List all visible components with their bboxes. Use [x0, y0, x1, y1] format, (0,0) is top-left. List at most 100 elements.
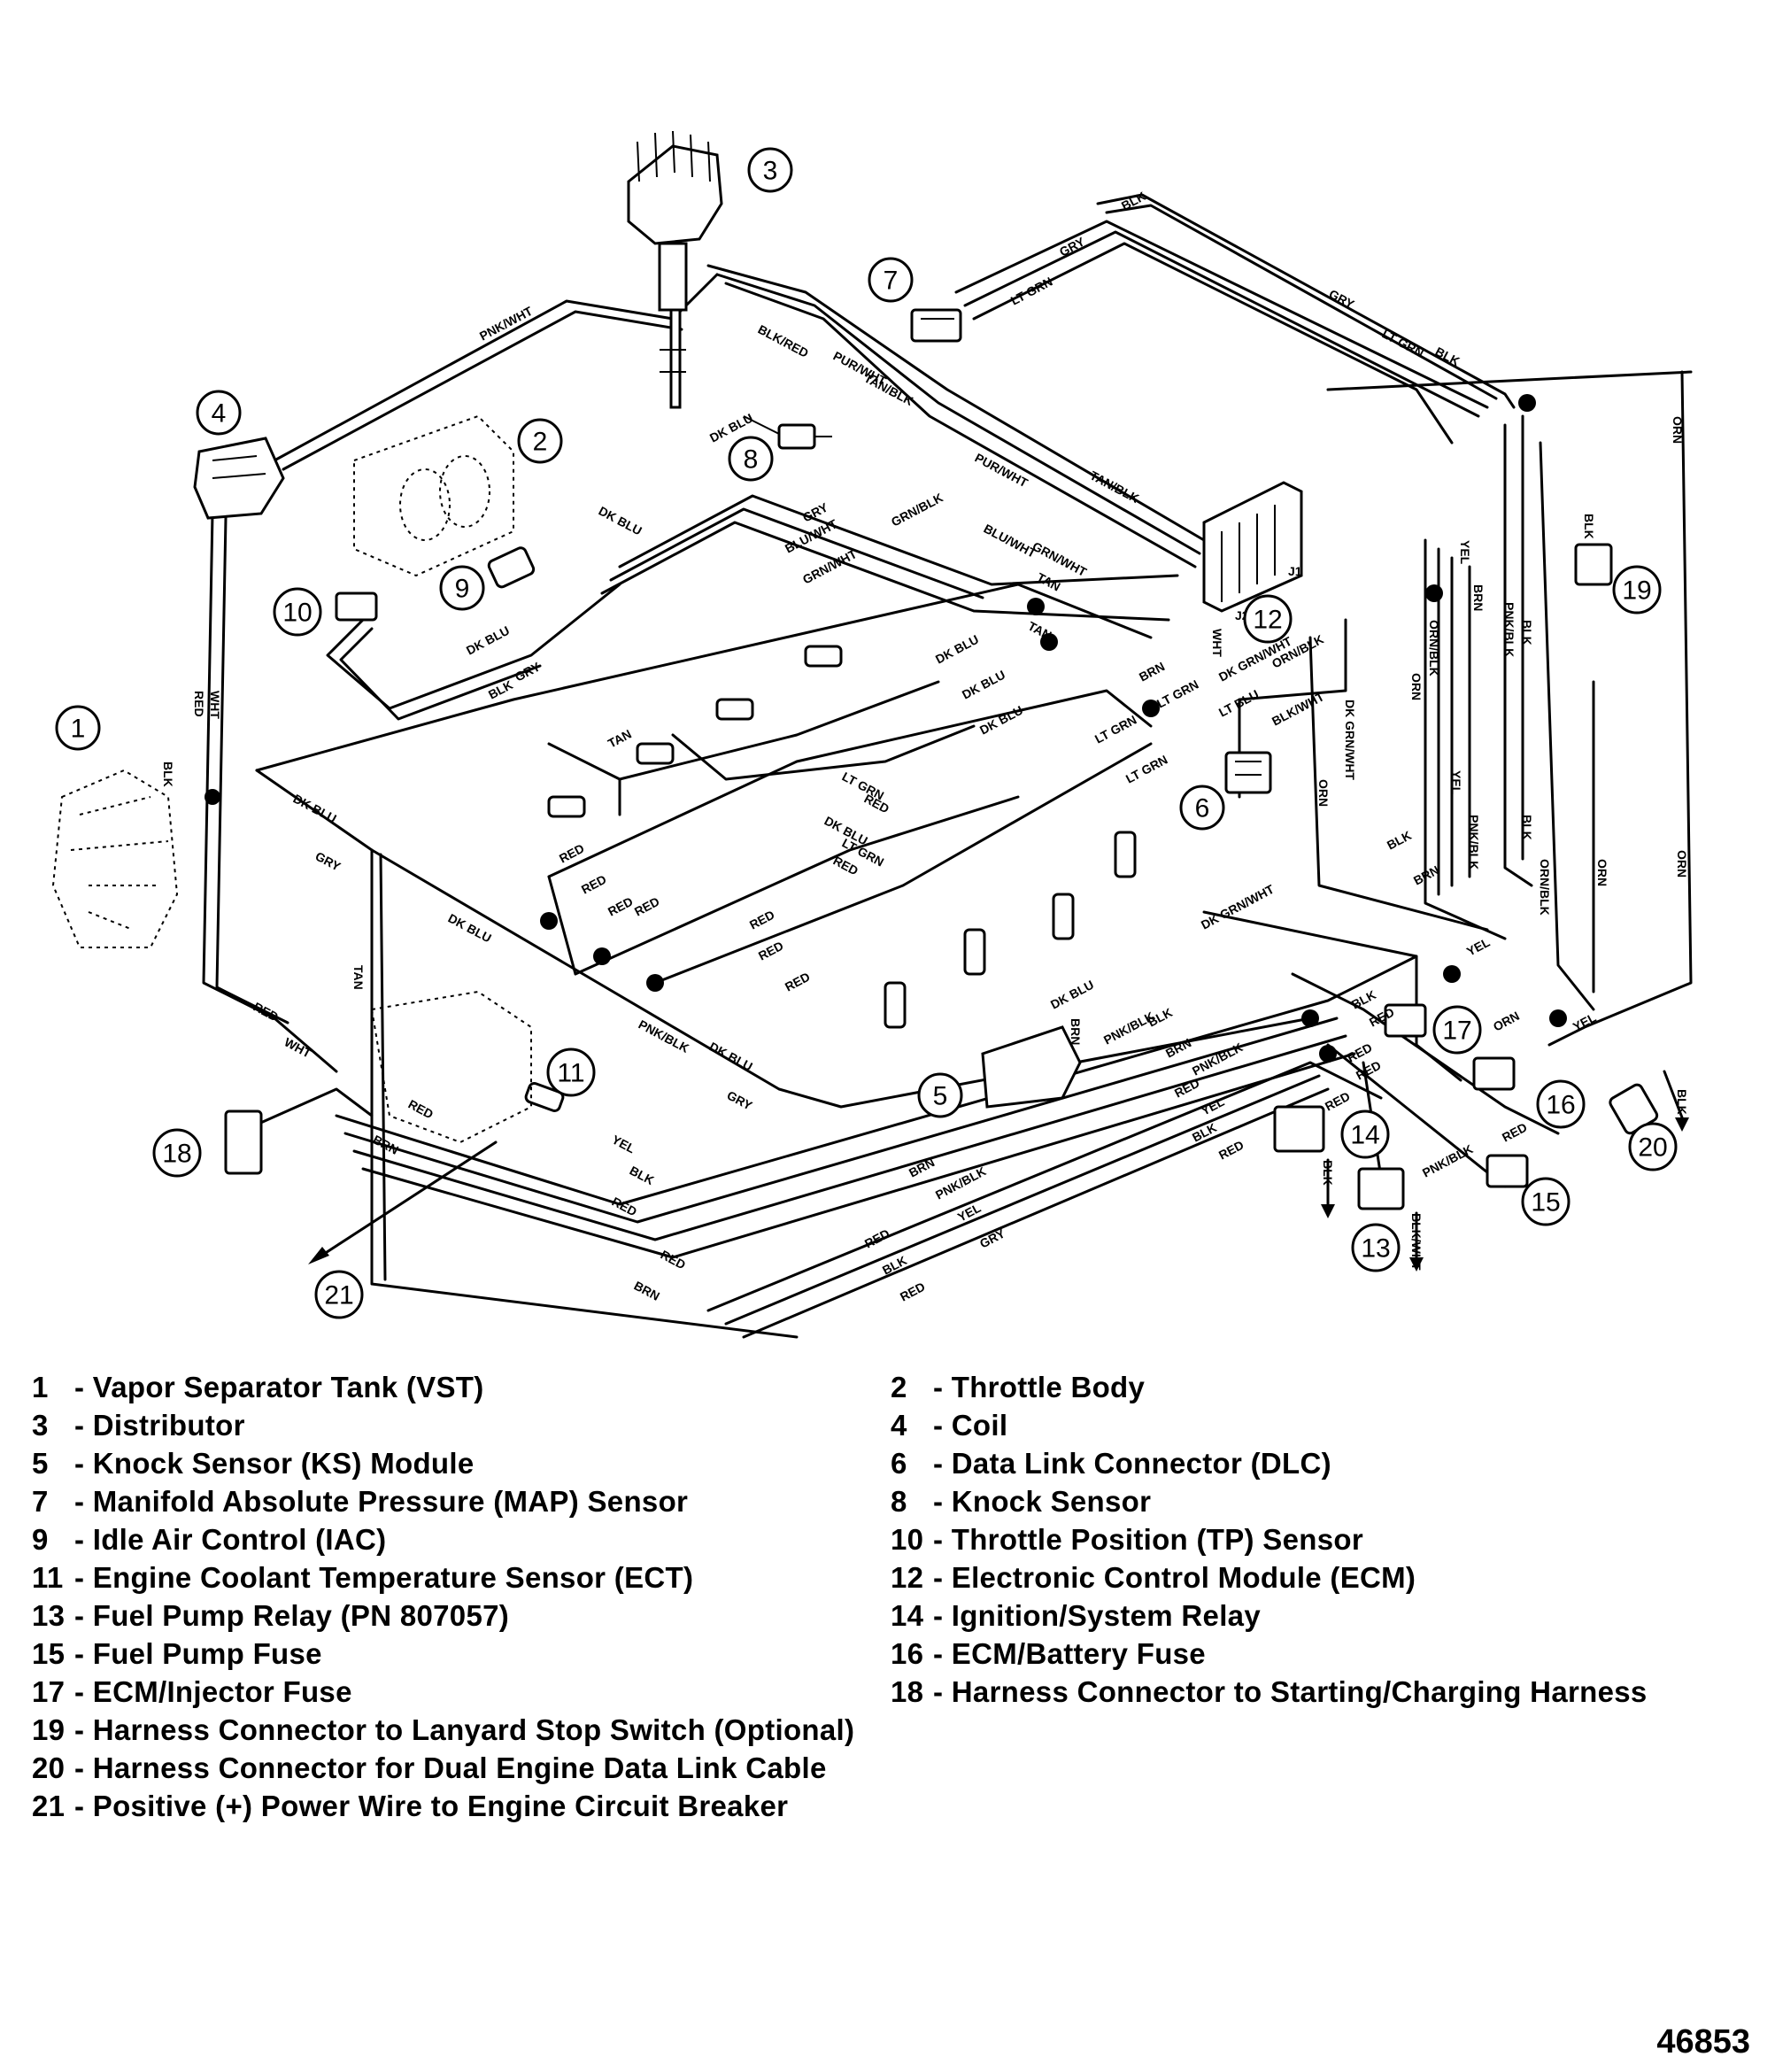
- wire-label: ORN: [1671, 416, 1685, 444]
- callout-14: 14: [1340, 1109, 1390, 1159]
- callout-10: 10: [273, 587, 322, 637]
- wire-label: PNK/BLK: [1420, 1141, 1475, 1179]
- callout-label: 21: [324, 1281, 353, 1310]
- legend-number: 8: [891, 1485, 907, 1518]
- legend-item-16: 16 - ECM/Battery Fuse: [891, 1637, 1206, 1671]
- legend-description: - ECM/Battery Fuse: [933, 1637, 1206, 1670]
- wire-label: BRN: [1163, 1035, 1193, 1060]
- component-iac: [487, 546, 536, 589]
- wire-label: ORN: [1675, 850, 1689, 878]
- legend-item-6: 6- Data Link Connector (DLC): [891, 1447, 1331, 1481]
- legend-item-1: 1- Vapor Separator Tank (VST): [32, 1371, 484, 1404]
- wire-label: WHT: [1210, 629, 1224, 657]
- legend-number: 4: [891, 1409, 907, 1442]
- wire-label: DK BLU: [291, 792, 339, 826]
- legend-description: - Knock Sensor: [933, 1485, 1152, 1518]
- legend-number: 11: [32, 1561, 64, 1594]
- legend-number: 7: [32, 1485, 49, 1518]
- legend-number: 5: [32, 1447, 49, 1480]
- wire-label: RED: [579, 872, 609, 897]
- callout-label: 9: [455, 575, 470, 604]
- legend-description: - Electronic Control Module (ECM): [933, 1561, 1416, 1594]
- legend-number: 9: [32, 1523, 49, 1556]
- legend-description: - Knock Sensor (KS) Module: [74, 1447, 475, 1480]
- wire-label: BRN: [1137, 659, 1167, 684]
- callout-7: 7: [868, 257, 914, 303]
- legend-description: - Fuel Pump Relay (PN 807057): [74, 1599, 510, 1632]
- wire-label: LT GRN: [1008, 274, 1055, 308]
- wire-label: LT GRN: [1092, 713, 1139, 746]
- wiring-diagram: BLK GRY LT GRN GRY LT GRN BLK PNK/WHT BL…: [51, 130, 1693, 1339]
- wire-label: ORN: [1409, 673, 1424, 700]
- wire-label: BLK: [1321, 1160, 1335, 1186]
- callout-6: 6: [1179, 785, 1225, 831]
- callout-label: 14: [1350, 1121, 1379, 1150]
- legend-description: - Vapor Separator Tank (VST): [74, 1371, 484, 1403]
- legend-number: 12: [891, 1561, 924, 1594]
- callout-label: 13: [1361, 1234, 1390, 1264]
- legend-number: 19: [32, 1713, 66, 1746]
- wire-label: ORN/BLK: [1427, 620, 1441, 676]
- legend-number: 10: [891, 1523, 924, 1556]
- wire-label: TAN/BLK: [862, 371, 916, 408]
- wire-label: RED: [831, 854, 861, 878]
- wire-label: DK BLU: [464, 623, 512, 658]
- figure-number: 46853: [1656, 2023, 1750, 2060]
- wire-label: GRY: [1327, 287, 1357, 312]
- wire-label: DK BLU: [933, 632, 981, 667]
- legend-item-9: 9 - Idle Air Control (IAC): [32, 1523, 386, 1557]
- component-vst: [51, 769, 179, 948]
- legend-item-14: 14 - Ignition/System Relay: [891, 1599, 1261, 1633]
- wire-label: BLK: [1146, 1005, 1175, 1030]
- wire-label: GRY: [977, 1225, 1007, 1250]
- callout-label: 6: [1195, 794, 1210, 823]
- legend-item-10: 10 - Throttle Position (TP) Sensor: [891, 1523, 1363, 1557]
- legend-item-8: 8 - Knock Sensor: [891, 1485, 1151, 1519]
- component-dlc: [1224, 751, 1272, 794]
- wire-label: RED: [862, 1226, 892, 1251]
- wire-label: DK BLU: [597, 504, 644, 538]
- wire-label: RED: [659, 1248, 689, 1272]
- wire-label: RED: [192, 691, 206, 717]
- wire-label: ORN: [1595, 859, 1609, 886]
- legend-description: - Manifold Absolute Pressure (MAP) Senso…: [74, 1485, 689, 1518]
- legend-description: - Harness Connector for Dual Engine Data…: [74, 1751, 827, 1784]
- legend-item-21: 21- Positive (+) Power Wire to Engine Ci…: [32, 1790, 788, 1823]
- legend-number: 16: [891, 1637, 924, 1670]
- legend-item-19: 19- Harness Connector to Lanyard Stop Sw…: [32, 1713, 854, 1747]
- legend-description: - Throttle Position (TP) Sensor: [933, 1523, 1363, 1556]
- wire-label: WHT: [208, 691, 222, 719]
- legend-description: - Ignition/System Relay: [933, 1599, 1261, 1632]
- callout-label: 5: [933, 1082, 948, 1111]
- component-tp-sensor: [335, 591, 378, 622]
- callout-label: 12: [1253, 606, 1282, 635]
- callout-16: 16: [1536, 1079, 1586, 1129]
- legend-item-2: 2- Throttle Body: [891, 1371, 1145, 1404]
- legend-number: 14: [891, 1599, 924, 1632]
- component-ks-module: [981, 1025, 1082, 1109]
- callout-15: 15: [1521, 1177, 1570, 1226]
- wire-label: RED: [1216, 1138, 1246, 1163]
- legend-description: - Fuel Pump Fuse: [74, 1637, 322, 1670]
- callout-label: 20: [1638, 1133, 1667, 1163]
- component-fuel-pump-relay: [1357, 1167, 1405, 1210]
- wire-label: BLU/WHT: [982, 522, 1039, 561]
- wire-label: PNK/BLK: [1467, 815, 1481, 870]
- callout-label: 16: [1546, 1091, 1575, 1120]
- component-coil: [193, 437, 285, 520]
- wire-label: PNK/BLK: [1502, 602, 1516, 657]
- component-injectors: [547, 645, 1137, 1029]
- component-map-sensor: [910, 308, 962, 343]
- wire-label: ORN: [1491, 1009, 1522, 1034]
- legend-item-13: 13- Fuel Pump Relay (PN 807057): [32, 1599, 509, 1633]
- component-distributor: [627, 130, 723, 409]
- wire-label: RED: [406, 1097, 436, 1122]
- wire-label: LT GRN: [1380, 327, 1427, 360]
- wire-label: TAN/BLK: [1088, 468, 1142, 506]
- legend-item-5: 5 - Knock Sensor (KS) Module: [32, 1447, 475, 1481]
- callout-18: 18: [152, 1128, 202, 1178]
- legend-description: - Idle Air Control (IAC): [74, 1523, 387, 1556]
- legend-item-17: 17- ECM/Injector Fuse: [32, 1675, 352, 1709]
- wire-label: TAN: [606, 727, 634, 751]
- legend-description: - Coil: [933, 1409, 1008, 1442]
